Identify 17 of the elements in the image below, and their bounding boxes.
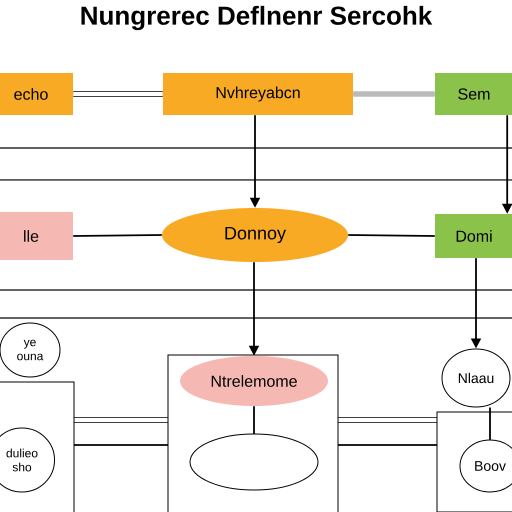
process-box: lle	[0, 212, 73, 260]
connector-line	[74, 444, 168, 446]
connector-line	[73, 234, 162, 237]
process-box: Domi	[435, 214, 512, 258]
process-box: Sem	[435, 73, 512, 115]
connector-line	[489, 408, 491, 440]
process-box: echo	[0, 73, 73, 115]
title: Nungrerec Deflnenr Sercohk	[81, 6, 432, 30]
connector-line	[338, 444, 436, 446]
process-box: Nvhreyabcn	[163, 73, 353, 115]
empty-ellipse	[190, 434, 318, 490]
connector-line	[338, 417, 436, 423]
connector-line	[253, 406, 255, 434]
connector-line	[353, 91, 435, 97]
connector-line	[348, 234, 435, 237]
connector-line	[74, 417, 168, 423]
connector-line	[73, 91, 163, 97]
